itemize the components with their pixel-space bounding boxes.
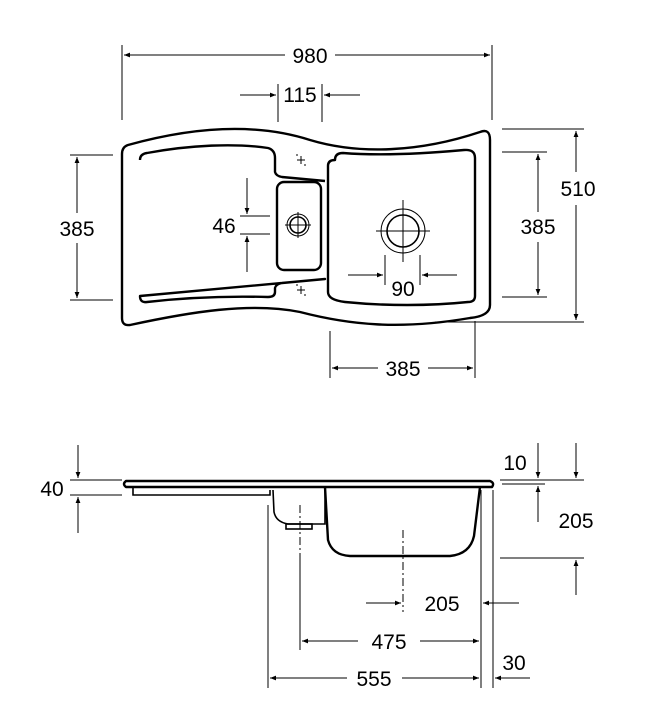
dim-rim-thickness: 40 <box>40 478 63 501</box>
side-view: 40 10 205 205 475 555 30 <box>40 443 594 691</box>
right-bowl <box>326 148 477 307</box>
dim-width-475: 475 <box>371 631 406 654</box>
top-view: 980 115 385 46 385 510 <box>59 45 596 381</box>
tap-hole-marker-bottom <box>296 284 306 296</box>
dim-left-bowl-depth: 385 <box>59 218 94 241</box>
dim-top-offset: 10 <box>503 452 526 475</box>
small-bowl-profile <box>272 487 326 525</box>
dim-bowl-depth: 205 <box>558 510 593 533</box>
dim-drain-offset: 205 <box>424 593 459 616</box>
main-bowl-profile <box>323 486 482 558</box>
tap-hole-marker-top <box>296 154 306 166</box>
dim-overall-width: 980 <box>292 45 327 68</box>
dim-small-bowl-height: 46 <box>212 215 235 238</box>
dim-right-bowl-width: 385 <box>385 358 420 381</box>
dim-right-bowl-depth: 385 <box>520 216 555 239</box>
sink-rim <box>122 479 495 489</box>
left-bowl <box>138 144 327 304</box>
dim-edge-offset: 30 <box>502 652 525 675</box>
dim-bowl-spacing: 115 <box>283 84 316 107</box>
small-bowl <box>275 180 323 272</box>
sink-outline <box>120 127 492 327</box>
dim-drain-diameter: 90 <box>391 278 414 301</box>
dim-overall-depth: 510 <box>560 178 595 201</box>
dim-width-555: 555 <box>356 668 391 691</box>
